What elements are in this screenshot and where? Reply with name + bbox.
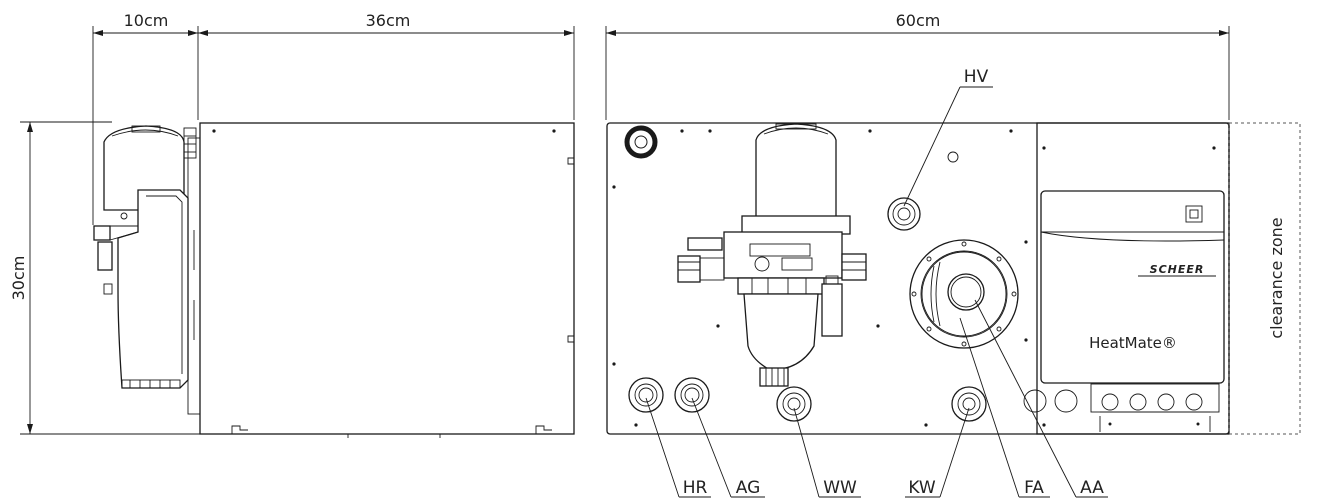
callout-ww: WW xyxy=(823,478,857,498)
front-view xyxy=(606,122,1230,435)
dim-front-width: 60cm xyxy=(896,11,941,30)
clearance-zone-label: clearance zone xyxy=(1267,217,1286,338)
callout-aa: AA xyxy=(1080,478,1104,498)
callout-hv: HV xyxy=(964,67,989,87)
port-hr xyxy=(628,377,664,413)
brand-logo: SCHEER xyxy=(1150,263,1205,276)
callout-hr: HR xyxy=(683,478,708,498)
clearance-zone-box xyxy=(1228,122,1301,435)
callout-fa: FA xyxy=(1024,478,1044,498)
port-ag xyxy=(674,377,710,413)
port-kw xyxy=(951,386,987,422)
port-ww xyxy=(776,386,812,422)
dim-height: 30cm xyxy=(9,256,28,301)
callout-kw: KW xyxy=(908,478,936,498)
side-view xyxy=(93,122,575,438)
dim-side-depth: 10cm xyxy=(124,11,169,30)
dimension-lines xyxy=(20,26,1230,435)
callout-ag: AG xyxy=(736,478,761,498)
callout-leaders xyxy=(645,86,1108,498)
dim-side-width: 36cm xyxy=(366,11,411,30)
product-label: HeatMate® xyxy=(1089,334,1177,352)
